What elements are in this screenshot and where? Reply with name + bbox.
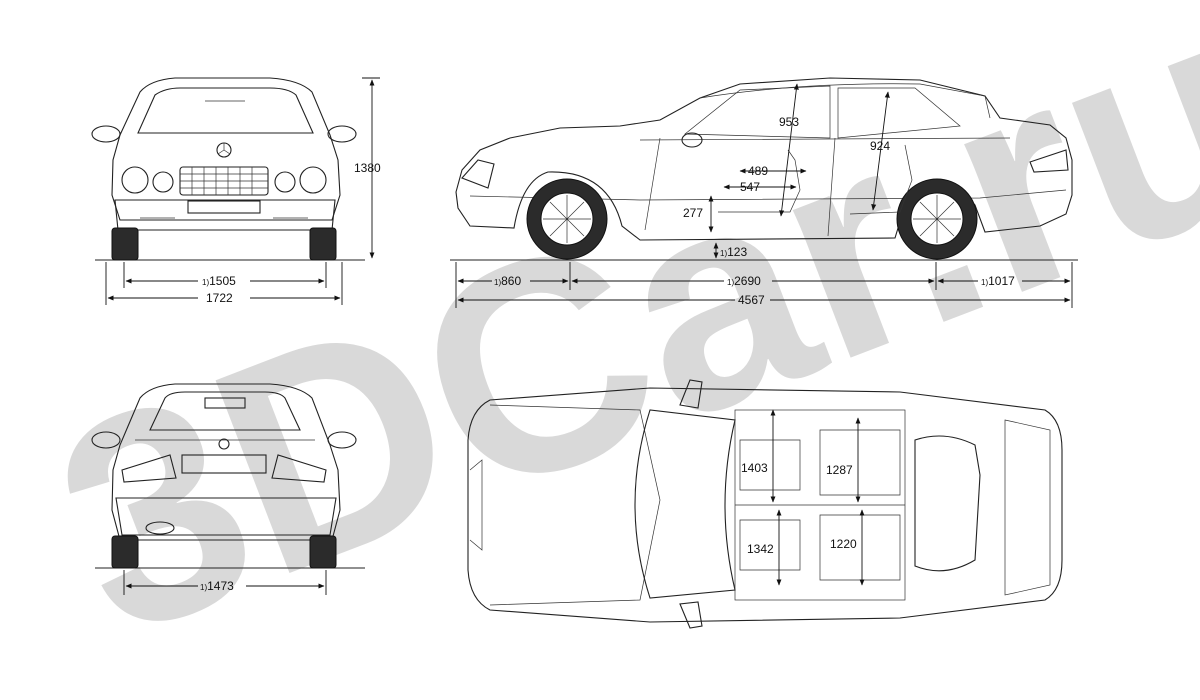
head-front-dimension (779, 83, 799, 217)
head-front-label: 953 (779, 115, 799, 129)
rear-view: 1)1473 (91, 383, 365, 595)
front-mirror-left (91, 125, 121, 143)
front-windshield (137, 87, 314, 134)
rear-lamp-left (121, 454, 177, 483)
top-body-outline (467, 387, 1063, 623)
top-front-grille (469, 459, 483, 551)
rear-plate (181, 454, 267, 474)
side-taillamp (1029, 149, 1069, 173)
headlight-left-outer (121, 166, 149, 194)
shoulder-front-label: 1403 (741, 461, 768, 475)
head-rear-label: 924 (870, 139, 890, 153)
clearance-label: 1)123 (720, 245, 747, 259)
front-tyre-left (111, 227, 139, 261)
seat-depth-label: 489 (748, 164, 768, 178)
top-trunk (1004, 419, 1051, 596)
overall-length-label: 4567 (738, 293, 765, 307)
rear-window (149, 391, 301, 431)
headlight-right-outer (299, 166, 327, 194)
front-body-outline (111, 77, 341, 221)
side-window-rear (837, 87, 961, 139)
front-mirror-right (327, 125, 357, 143)
rear-tyre-left (111, 535, 139, 569)
side-mirror (681, 132, 703, 148)
seat-travel-label: 547 (740, 180, 760, 194)
rear-tyre-right (309, 535, 337, 569)
rear-mirror-right (327, 431, 357, 449)
seat-height-label: 277 (683, 206, 703, 220)
side-soft-top (699, 83, 991, 119)
front-tyre-right (309, 227, 337, 261)
rear-track-label: 1)1473 (200, 579, 234, 593)
side-headlamp (461, 159, 495, 189)
front-height-label: 1380 (354, 161, 381, 175)
rear-bumper (115, 497, 337, 536)
exhaust-pipe (145, 521, 175, 535)
wheelbase-label: 1)2690 (727, 274, 761, 288)
rear-brake-light (204, 397, 246, 409)
side-rear-seat (849, 144, 913, 215)
front-overhang-label: 1)860 (494, 274, 521, 288)
head-rear-dimension (871, 91, 890, 211)
headlight-left-inner (152, 171, 174, 193)
rear-lamp-right (271, 454, 327, 483)
rear-mirror-left (91, 431, 121, 449)
front-bumper (114, 199, 336, 231)
side-door-lines (644, 137, 836, 237)
top-mirror-right (679, 601, 703, 629)
front-track-label: 1)1505 (202, 274, 236, 288)
side-view: 953 924 489 547 277 1)123 1)860 1)2690 1… (450, 77, 1078, 308)
top-rear-seats (819, 429, 901, 581)
shoulder-rear-label: 1287 (826, 463, 853, 477)
front-plate (187, 200, 261, 214)
hip-front-label: 1342 (747, 542, 774, 556)
watermark: 3DCar.ru (18, 0, 1200, 700)
rear-body-outline (111, 383, 341, 541)
hip-rear-label: 1220 (830, 537, 857, 551)
top-rear-window (914, 435, 981, 572)
watermark-text: 3DCar.ru (18, 0, 1200, 700)
rear-overhang-label: 1)1017 (981, 274, 1015, 288)
front-view: 1380 1)1505 1722 (91, 77, 381, 305)
top-hood (489, 404, 661, 606)
top-mirror-left (679, 379, 703, 409)
rear-star-emblem (218, 438, 230, 450)
headlight-right-inner (274, 171, 296, 193)
front-width-label: 1722 (206, 291, 233, 305)
top-view: 1403 1287 1342 1220 (467, 379, 1063, 629)
